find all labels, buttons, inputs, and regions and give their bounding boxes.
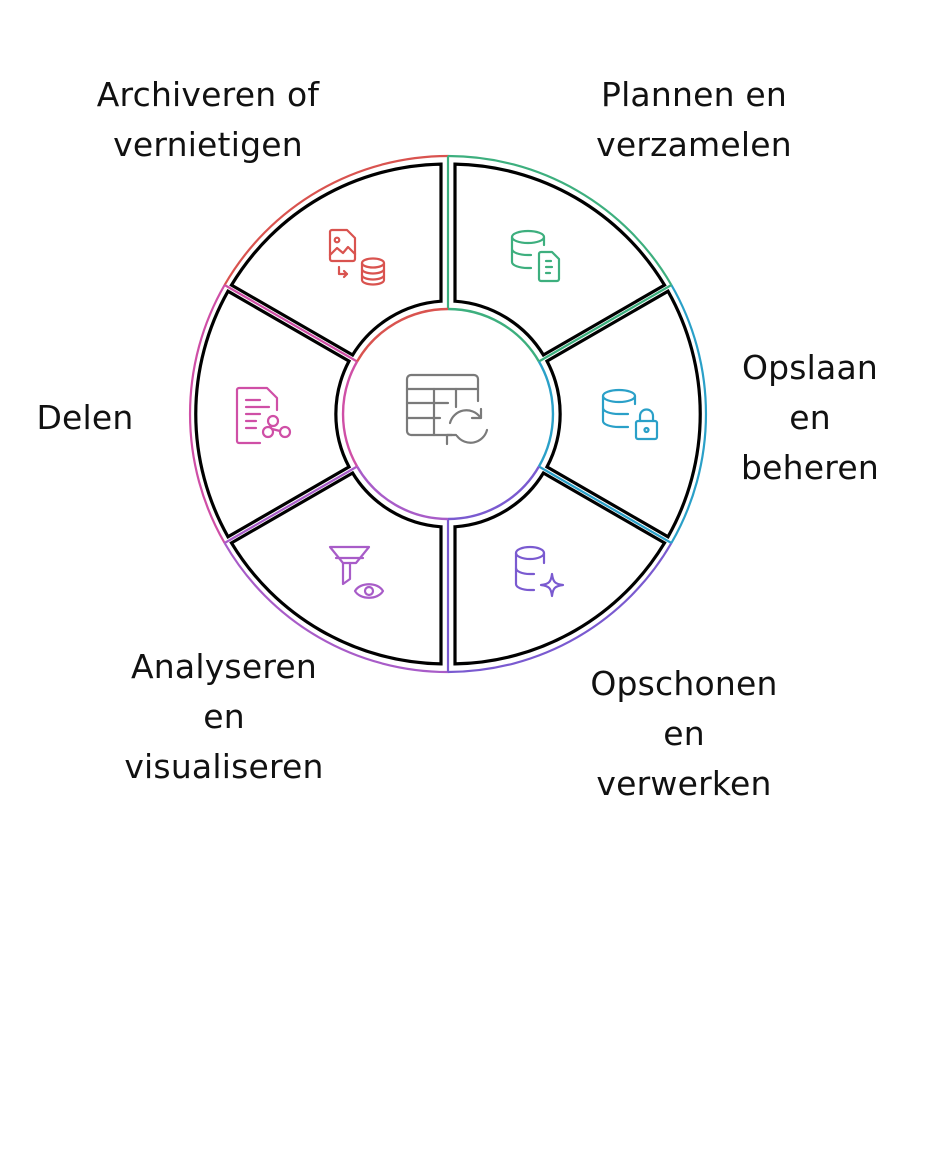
outer-color-ring: [189, 154, 707, 674]
label-analyseren: Analyseren en visualiseren: [124, 647, 324, 786]
label-plannen: Plannen en verzamelen: [596, 75, 792, 164]
outer-arc-analyseren: [223, 542, 449, 674]
color-spokes: [224, 156, 672, 672]
database-sparkle-icon: [514, 545, 565, 598]
segment-opschonen[interactable]: [453, 470, 667, 666]
label-delen: Delen: [36, 398, 134, 437]
filter-eye-icon: [328, 545, 385, 599]
segment-delen[interactable]: [194, 289, 352, 539]
document-share-icon: [235, 386, 292, 445]
segment-archiveren[interactable]: [229, 162, 443, 358]
outer-arc-archiveren: [223, 154, 449, 286]
label-archiveren: Archiveren of vernietigen: [96, 75, 320, 164]
table-sync-icon: [405, 373, 489, 446]
outer-arc-opslaan: [670, 284, 707, 544]
outer-arc-delen: [189, 284, 226, 544]
image-to-database-icon: [328, 228, 386, 286]
inner-color-ring: [341, 307, 555, 521]
database-document-icon: [510, 229, 561, 283]
database-lock-icon: [601, 388, 659, 441]
label-opschonen: Opschonen en verwerken: [590, 664, 778, 803]
segment-analyseren[interactable]: [229, 470, 443, 666]
outer-arc-opschonen: [447, 542, 673, 674]
outer-arc-plannen: [447, 154, 673, 286]
segments: [194, 162, 702, 666]
label-opslaan: Opslaan en beheren: [741, 348, 879, 487]
center-hub[interactable]: [349, 315, 547, 513]
